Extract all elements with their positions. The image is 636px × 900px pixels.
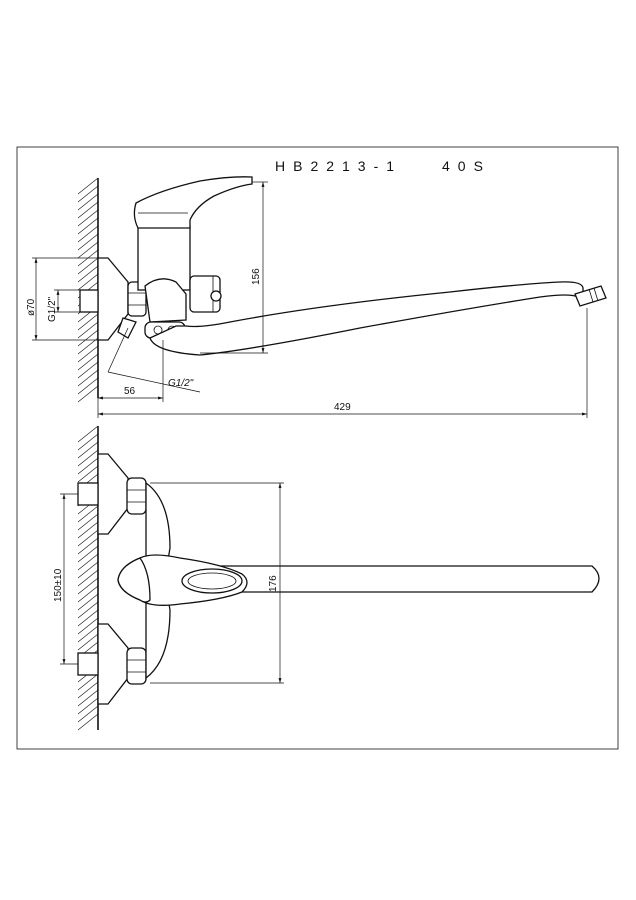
wall-hatch-line	[77, 177, 99, 195]
wall-hatch-line	[77, 513, 99, 531]
dim-thread-top: G1/2"	[47, 296, 58, 322]
wall-hatch-line	[77, 385, 99, 403]
wall-hatch-line	[77, 449, 99, 467]
wall-hatch-line	[77, 521, 99, 539]
wall-hatch-line	[77, 329, 99, 347]
flange-lower	[97, 623, 129, 705]
wall-hatch-line	[77, 561, 99, 579]
wall-hatch-line	[77, 505, 99, 523]
wall-hatch-line	[77, 369, 99, 387]
wall-hatch-line	[77, 713, 99, 731]
wall-hatch-line	[77, 321, 99, 339]
wall-hatch-line	[77, 617, 99, 635]
wall-hatch-line	[77, 193, 99, 211]
model-title: HB2213-1	[275, 158, 402, 174]
wall-hatch-line	[77, 689, 99, 707]
wall-hatch-line	[77, 225, 99, 243]
wall-hatch-line	[77, 185, 99, 203]
body-plan	[145, 481, 171, 561]
wall-hatch-line	[77, 537, 99, 555]
wall-hatch-line	[77, 209, 99, 227]
wall-hatch-line	[77, 577, 99, 595]
lever-handle-front	[133, 176, 253, 229]
wall-hatch-line	[77, 441, 99, 459]
inlet-pipe-upper	[77, 482, 99, 506]
wall-hatch-line	[77, 353, 99, 371]
wall-hatch-line	[77, 425, 99, 443]
inlet-pipe-front	[79, 289, 99, 313]
wall-hatch-line	[77, 361, 99, 379]
wall-plan	[77, 425, 99, 731]
wall-hatch-line	[77, 457, 99, 475]
wall-hatch-line	[77, 585, 99, 603]
plan-view	[77, 425, 600, 731]
wall-hatch-line	[77, 633, 99, 651]
wall-hatch-line	[77, 241, 99, 259]
wall-hatch-line	[77, 377, 99, 395]
wall-hatch-line	[77, 553, 99, 571]
spout-plan	[159, 565, 600, 593]
wall-hatch-line	[77, 593, 99, 611]
wall-hatch-line	[77, 529, 99, 547]
wall-hatch-line	[77, 697, 99, 715]
dim-width-plan: 176	[268, 575, 279, 592]
flange-upper	[97, 453, 129, 535]
dimensions-front: ø70 G1/2" G1/2" 56 429 156	[26, 181, 588, 418]
wall-hatch-line	[77, 273, 99, 291]
dim-spout-reach: 429	[334, 402, 351, 413]
wall-hatch-line	[77, 545, 99, 563]
wall-hatch-line	[77, 625, 99, 643]
dim-inlet-spacing: 150±10	[53, 568, 64, 602]
wall-hatch-line	[77, 569, 99, 587]
dim-height: 156	[251, 268, 262, 285]
wall-hatch-line	[77, 681, 99, 699]
aerator-front	[574, 285, 607, 307]
wall-hatch-line	[77, 201, 99, 219]
wall-hatch-line	[77, 217, 99, 235]
wall-hatch-line	[77, 705, 99, 723]
wall-hatch-line	[77, 345, 99, 363]
wall-hatch-line	[77, 257, 99, 275]
wall-hatch-line	[77, 601, 99, 619]
wall-hatch-line	[77, 265, 99, 283]
wall-hatch-line	[77, 337, 99, 355]
drawing-frame	[16, 146, 619, 750]
dim-offset: 56	[124, 386, 136, 397]
dim-mount-diameter: ø70	[26, 298, 37, 316]
wall-hatch-line	[77, 433, 99, 451]
wall-hatch-line	[77, 673, 99, 691]
wall-hatch-line	[77, 233, 99, 251]
variant-title: 40S	[442, 158, 491, 174]
wall-hatch-line	[77, 313, 99, 331]
front-view	[77, 176, 607, 403]
diverter-front	[117, 317, 137, 339]
dim-thread-side: G1/2"	[168, 378, 194, 389]
nut-upper	[126, 477, 147, 515]
inlet-pipe-lower	[77, 652, 99, 676]
wall-hatch-line	[77, 609, 99, 627]
dimensions-plan: 150±10 176	[53, 482, 284, 684]
wall-hatch-line	[77, 465, 99, 483]
nut-lower	[126, 647, 147, 685]
